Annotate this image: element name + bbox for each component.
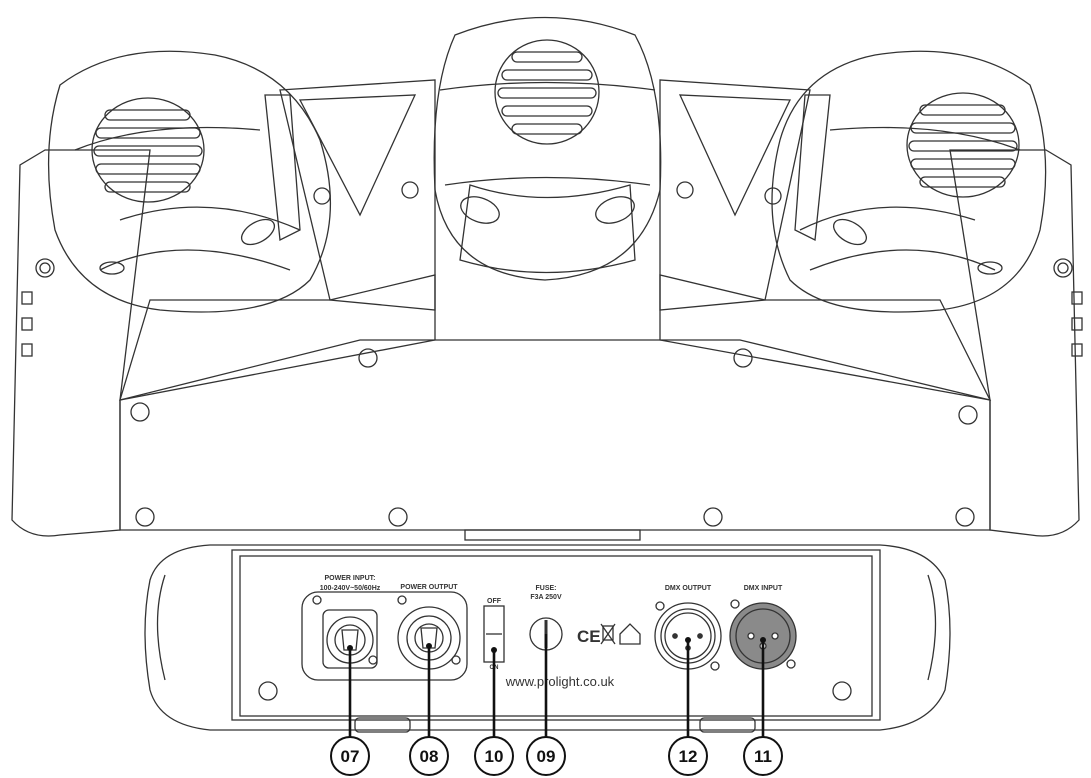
power-input-label-line1: POWER INPUT: <box>325 575 376 582</box>
left-yoke-plate <box>279 79 436 311</box>
wee-bin-icon <box>600 623 616 645</box>
callout-08: 08 <box>409 736 449 776</box>
svg-text:09: 09 <box>537 747 556 766</box>
dmx-output-label: DMX OUTPUT <box>665 585 712 592</box>
switch-off-label: OFF <box>487 598 502 605</box>
callout-09: 09 <box>526 736 566 776</box>
fuse-label-line1: FUSE: <box>536 585 557 592</box>
left-yoke-arm <box>11 149 151 537</box>
power-output-label: POWER OUTPUT <box>400 584 458 591</box>
callout-10: 10 <box>474 736 514 776</box>
connector-panel-housing <box>144 544 951 733</box>
base-housing <box>119 274 992 541</box>
svg-text:07: 07 <box>341 747 360 766</box>
power-input-connector[interactable] <box>312 595 378 669</box>
left-moving-head <box>47 50 332 313</box>
fuse-label-line2: F3A 250V <box>530 594 562 601</box>
callout-11: 11 <box>743 736 783 776</box>
ce-mark: CE <box>577 627 601 646</box>
power-input-label-line2: 100-240V~50/60Hz <box>320 585 381 592</box>
dmx-input-connector[interactable] <box>729 599 797 670</box>
indoor-use-icon <box>619 623 641 645</box>
svg-text:10: 10 <box>485 747 504 766</box>
center-moving-head <box>433 16 662 281</box>
svg-text:08: 08 <box>420 747 439 766</box>
callout-leaders <box>348 634 765 738</box>
callout-07: 07 <box>330 736 370 776</box>
svg-text:12: 12 <box>679 747 698 766</box>
callout-leader-dots <box>347 637 766 653</box>
dmx-input-label: DMX INPUT <box>744 585 783 592</box>
svg-text:11: 11 <box>754 747 772 766</box>
right-yoke-arm <box>949 149 1083 537</box>
power-connector-plate <box>301 591 468 681</box>
callout-12: 12 <box>668 736 708 776</box>
website-url: www.prolight.co.uk <box>505 674 615 689</box>
right-moving-head <box>771 50 1047 313</box>
